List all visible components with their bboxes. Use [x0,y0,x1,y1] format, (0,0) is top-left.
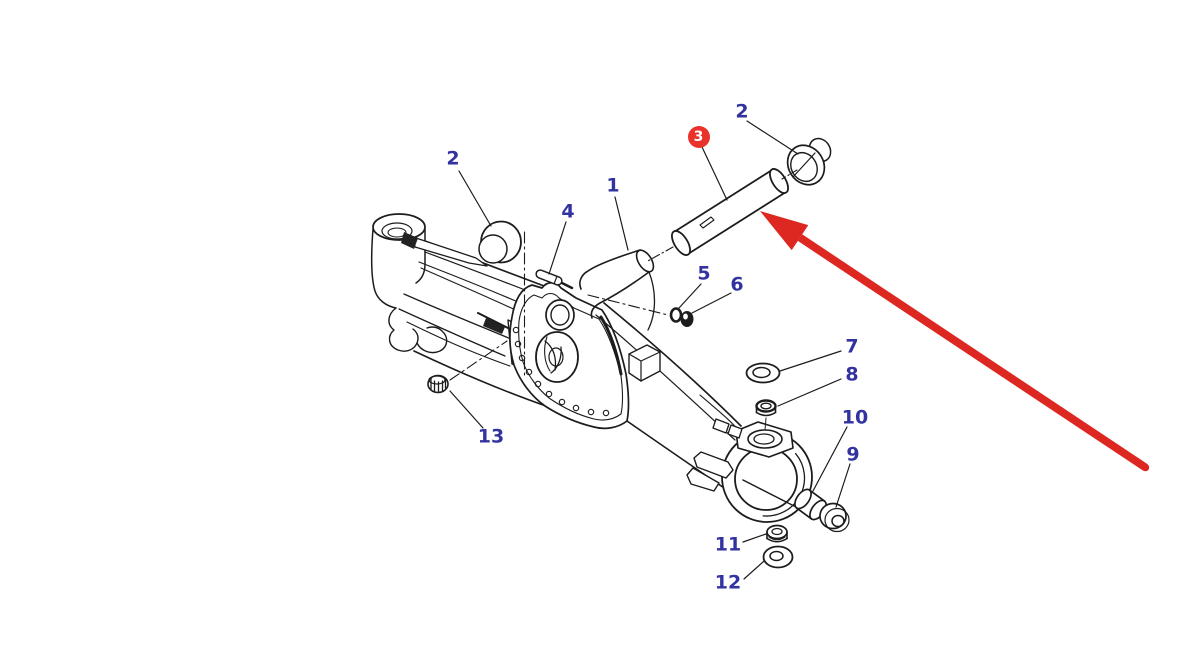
seal-part5 [669,307,683,323]
callout-4: 4 [561,200,575,223]
callout-13: 13 [477,425,505,448]
center-lines [449,169,798,381]
bushing-part9 [819,502,850,533]
callout-2-left: 2 [446,147,460,170]
right-axle-tube [595,302,742,491]
callout-2-right: 2 [735,100,749,123]
leader-lines [449,120,851,580]
plug-part2-left [478,220,522,264]
washer-part7 [745,362,781,384]
washer-part12 [762,545,794,569]
callout-12: 12 [714,571,742,594]
bushing-part10 [794,488,827,521]
bushing-part11 [766,524,788,543]
callout-1: 1 [606,174,620,197]
differential-housing [509,281,630,430]
roll-pin-part4 [535,269,574,290]
kingpin-bore-boss [579,249,656,331]
callout-3-badge: 3 [687,125,710,148]
callout-9: 9 [846,443,860,466]
bushing-part8 [755,399,777,417]
cap-part2-right [786,137,832,186]
cap-part6 [680,311,694,327]
callout-7: 7 [845,335,859,358]
king-pin-part3 [671,168,789,256]
callout-5: 5 [697,262,711,285]
callout-10: 10 [841,406,869,429]
plug-part13 [427,374,449,394]
callout-11: 11 [714,533,742,556]
highlight-arrow [760,211,1150,472]
callout-8: 8 [845,363,859,386]
callout-6: 6 [730,273,744,296]
right-knuckle-housing [686,417,813,523]
